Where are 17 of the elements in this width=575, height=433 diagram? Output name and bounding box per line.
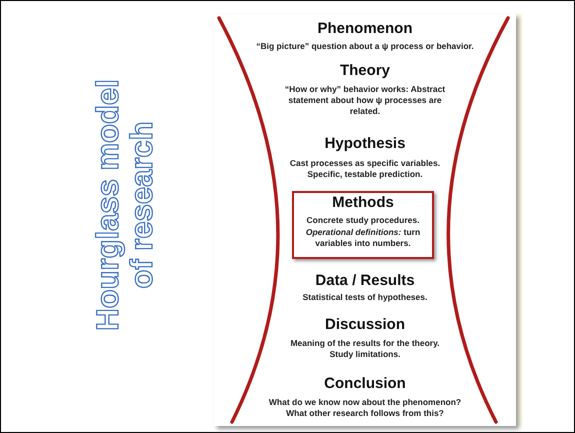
stage-description: Cast processes as specific variables. Specific, testable prediction. bbox=[288, 158, 442, 180]
stage-heading: Discussion bbox=[324, 316, 406, 333]
stage-heading: Conclusion bbox=[323, 375, 407, 392]
stage-heading: Data / Results bbox=[314, 272, 416, 289]
stage-heading: Hypothesis bbox=[324, 135, 406, 152]
stage-description: “How or why” behavior works: Abstract statement about how ψ processes are related. bbox=[284, 84, 446, 117]
stage-description: “Big picture” question about a ψ process or behavior. bbox=[255, 41, 475, 52]
title: Hourglass model of research bbox=[91, 78, 159, 333]
highlight-box bbox=[292, 191, 434, 259]
stage-heading: Phenomenon bbox=[316, 20, 414, 37]
stage-description: Concrete study procedures. bbox=[306, 215, 420, 226]
stage-heading: Methods bbox=[331, 194, 395, 211]
stage-description: Operational definitions: turn variables into numbers. bbox=[304, 227, 422, 249]
stage-description: Meaning of the results for the theory. Study limitations. bbox=[289, 338, 441, 360]
stage-heading: Theory bbox=[338, 62, 391, 79]
stage-description: What do we know now about the phenomenon? What other research follows from this? bbox=[268, 397, 462, 419]
stage-description: Statistical tests of hypotheses. bbox=[302, 292, 428, 303]
